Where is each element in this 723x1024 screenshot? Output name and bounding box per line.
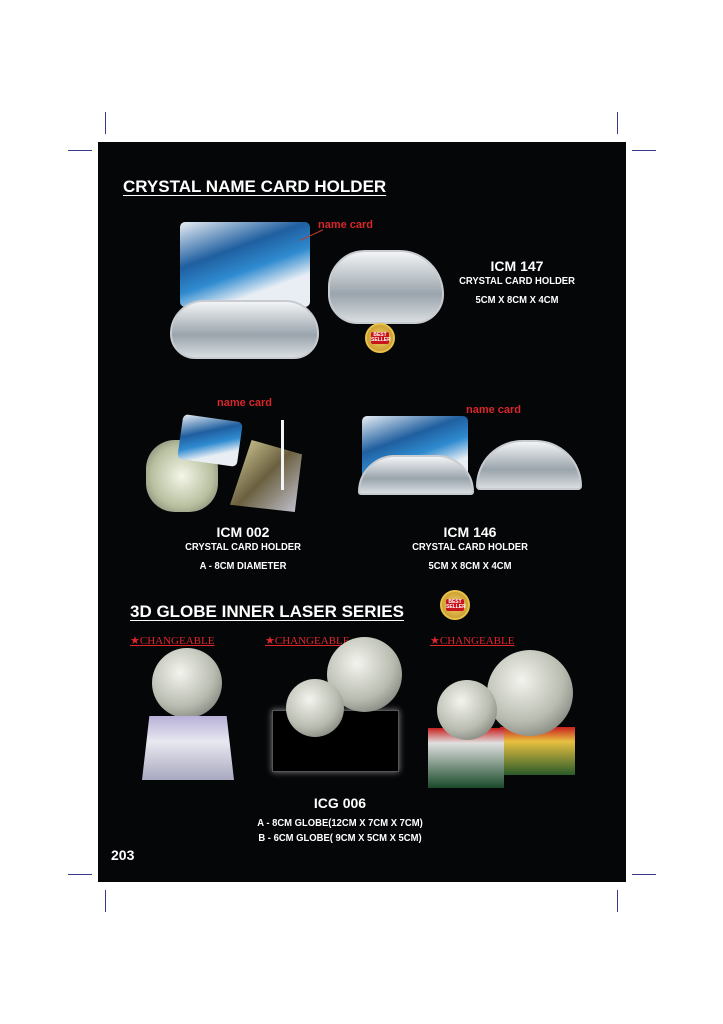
best-seller-badge: BEST SELLER <box>360 323 400 353</box>
name-card-callout: name card <box>217 397 273 409</box>
product-code: ICM 002 <box>216 524 270 540</box>
crop-mark <box>68 150 92 151</box>
changeable-label: ★CHANGEABLE <box>430 635 515 647</box>
product-size: 5CM X 8CM X 4CM <box>475 294 559 306</box>
product-name: CRYSTAL CARD HOLDER <box>185 541 301 553</box>
name-card-callout: name card <box>318 219 374 231</box>
crystal-base <box>358 455 474 495</box>
crystal-globe-small <box>286 679 344 737</box>
name-card-slot <box>281 420 284 490</box>
name-card <box>180 222 310 307</box>
product-code: ICM 147 <box>490 258 544 274</box>
changeable-label: ★CHANGEABLE <box>130 635 215 647</box>
page-number: 203 <box>111 847 135 863</box>
product-size: 5CM X 8CM X 4CM <box>428 560 512 572</box>
crop-mark <box>632 874 656 875</box>
section-heading-globe: 3D GLOBE INNER LASER SERIES <box>130 602 404 621</box>
crop-mark <box>617 890 618 912</box>
crystal-holder <box>328 250 444 324</box>
crop-mark <box>632 150 656 151</box>
changeable-label: ★CHANGEABLE <box>265 635 350 647</box>
crystal-base <box>170 300 319 359</box>
crystal-globe <box>152 648 222 718</box>
crop-mark <box>105 112 106 134</box>
name-card <box>177 414 243 467</box>
crop-mark <box>617 112 618 134</box>
product-code: ICG 006 <box>313 795 367 811</box>
product-name: CRYSTAL CARD HOLDER <box>412 541 528 553</box>
product-size: A - 8CM DIAMETER <box>199 560 287 572</box>
crystal-globe-large <box>487 650 573 736</box>
product-size-b: B - 6CM GLOBE( 9CM X 5CM X 5CM) <box>258 832 422 844</box>
crystal-base <box>142 716 234 780</box>
best-seller-badge-text: BEST SELLER <box>446 599 466 611</box>
name-card-callout: name card <box>466 404 522 416</box>
product-code: ICM 146 <box>443 524 497 540</box>
section-heading-card-holder: CRYSTAL NAME CARD HOLDER <box>123 177 387 196</box>
crystal-globe-small <box>437 680 497 740</box>
crop-mark <box>68 874 92 875</box>
best-seller-badge-text: BEST SELLER <box>371 332 391 344</box>
best-seller-badge: BEST SELLER <box>435 590 475 620</box>
product-name: CRYSTAL CARD HOLDER <box>459 275 575 287</box>
crop-mark <box>105 890 106 912</box>
product-size-a: A - 8CM GLOBE(12CM X 7CM X 7CM) <box>257 817 423 829</box>
